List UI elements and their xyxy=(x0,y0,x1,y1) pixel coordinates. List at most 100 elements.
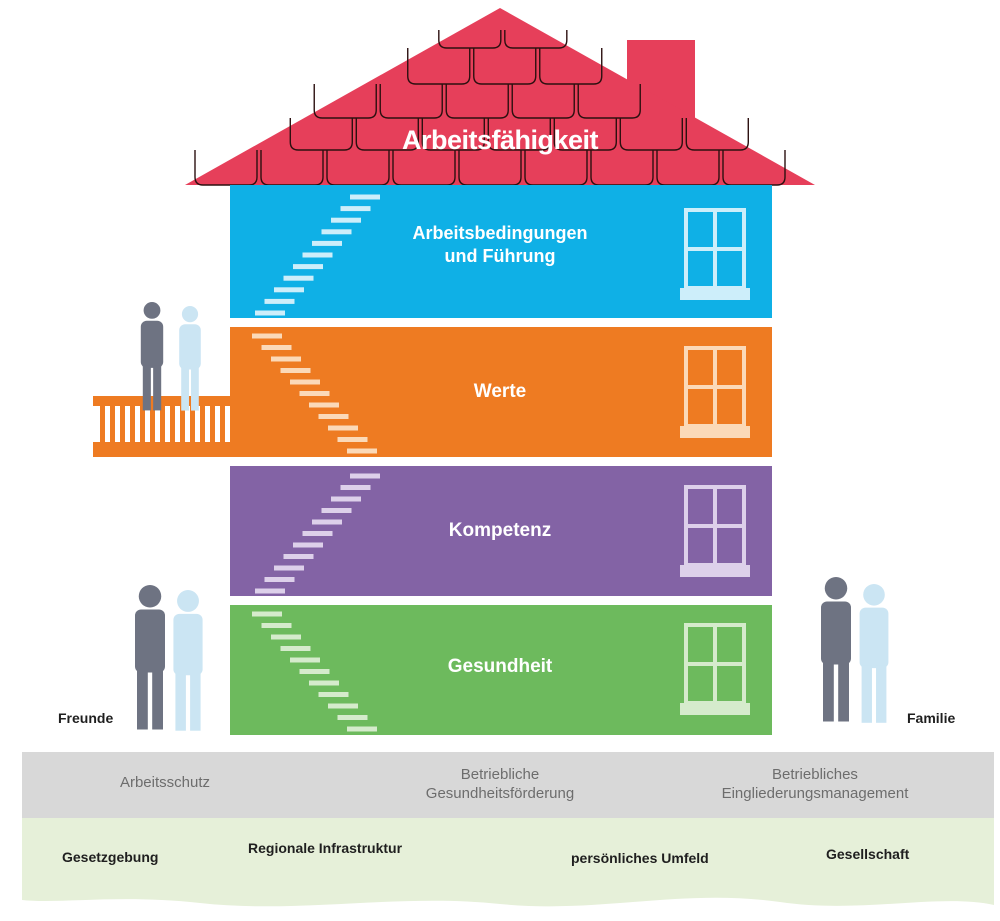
stair-step xyxy=(337,437,368,442)
stair-step xyxy=(347,448,377,454)
roof-tile xyxy=(407,48,471,85)
person-man-familie xyxy=(821,577,851,722)
stair-step xyxy=(350,473,380,479)
stair-step xyxy=(271,356,301,362)
roof-tile xyxy=(289,118,353,151)
balcony-rail xyxy=(200,406,205,442)
roof-tile xyxy=(421,118,485,151)
roof-tile xyxy=(487,118,551,151)
stair-step xyxy=(337,715,368,720)
balcony-rail xyxy=(180,406,185,442)
roof-tile xyxy=(313,84,377,119)
roof-tile xyxy=(553,118,617,151)
balcony-rail xyxy=(190,406,195,442)
label-freunde: Freunde xyxy=(58,710,114,726)
stair-step xyxy=(252,611,282,617)
person-man-balcony xyxy=(140,302,164,411)
stair-step xyxy=(299,391,330,396)
stair-step xyxy=(318,692,349,697)
balcony-rail xyxy=(100,406,105,442)
window xyxy=(680,623,750,715)
foundation-item-eingliederungsmanagement: Betriebliches Eingliederungsmanagement xyxy=(721,766,909,802)
stair-step xyxy=(328,703,358,709)
stair-step xyxy=(261,623,292,628)
stair-step xyxy=(331,217,361,223)
floor-label-werte: Werte xyxy=(473,381,527,402)
stair-step xyxy=(302,252,333,258)
ground-item-gesetzgebung: Gesetzgebung xyxy=(62,849,159,865)
stair-step xyxy=(255,310,285,316)
stair-step xyxy=(340,206,371,212)
roof-tile xyxy=(355,118,419,151)
stair-step xyxy=(340,485,371,490)
stair-step xyxy=(255,588,285,594)
roof-tile xyxy=(685,118,749,151)
stair-step xyxy=(283,554,314,559)
roof-tile xyxy=(539,48,603,85)
balcony-rail xyxy=(150,406,155,442)
stair-step xyxy=(293,542,323,548)
stair-step xyxy=(321,508,352,513)
balcony-rail xyxy=(210,406,215,442)
stair-step xyxy=(293,264,323,270)
stair-step xyxy=(274,287,304,293)
stair-step xyxy=(261,345,292,350)
foundation-band xyxy=(22,752,994,818)
ground-item-gesellschaft: Gesellschaft xyxy=(826,846,910,862)
stair-step xyxy=(350,194,380,200)
ground-item-regionale-infrastruktur: Regionale Infrastruktur xyxy=(248,840,403,856)
stair-step xyxy=(252,333,282,339)
stair-step xyxy=(280,646,311,651)
roof-tile xyxy=(577,84,641,119)
roof-tile xyxy=(194,150,258,186)
balcony-rail xyxy=(120,406,125,442)
person-woman-familie xyxy=(859,584,889,723)
roof-tile xyxy=(511,84,575,119)
stair-step xyxy=(309,680,339,686)
roof-tile xyxy=(619,118,683,151)
balcony-rail xyxy=(160,406,165,442)
foundation-item-gesundheitsfoerderung: Betriebliche Gesundheitsförderung xyxy=(425,766,575,802)
stair-step xyxy=(312,240,342,246)
window xyxy=(680,346,750,438)
roof-label: Arbeitsfähigkeit xyxy=(401,125,599,155)
person-woman-balcony xyxy=(179,306,201,411)
balcony-rail xyxy=(130,406,135,442)
stair-step xyxy=(274,565,304,571)
stair-step xyxy=(264,298,295,304)
person-man-freunde xyxy=(135,585,165,730)
stair-step xyxy=(318,414,349,419)
roof-tile xyxy=(473,48,537,85)
person-woman-freunde xyxy=(173,590,203,731)
balcony-rail xyxy=(140,406,145,442)
stair-step xyxy=(309,402,339,408)
stair-step xyxy=(299,669,330,674)
stair-step xyxy=(347,726,377,732)
balcony-rail xyxy=(110,406,115,442)
stair-step xyxy=(321,229,352,235)
window xyxy=(680,485,750,577)
floor-label-gesundheit: Gesundheit xyxy=(447,656,553,677)
roof-tile xyxy=(445,84,509,119)
balcony xyxy=(93,396,233,457)
floor-label-arbeitsbedingungen: Arbeitsbedingungen und Führung xyxy=(412,223,588,266)
floor-label-kompetenz: Kompetenz xyxy=(448,520,552,541)
stair-step xyxy=(280,368,311,373)
roof xyxy=(185,8,815,186)
foundation-item-arbeitsschutz: Arbeitsschutz xyxy=(119,774,211,791)
stair-step xyxy=(290,379,320,385)
stair-step xyxy=(312,519,342,525)
stair-step xyxy=(283,275,314,281)
stair-step xyxy=(271,634,301,640)
stair-step xyxy=(331,496,361,502)
stair-step xyxy=(264,577,295,582)
balcony-rail xyxy=(170,406,175,442)
window xyxy=(680,208,750,300)
roof-tile xyxy=(379,84,443,119)
stair-step xyxy=(302,531,333,536)
label-familie: Familie xyxy=(907,710,956,726)
ground-band xyxy=(22,818,994,907)
stair-step xyxy=(290,657,320,663)
ground-item-persoenliches-umfeld: persönliches Umfeld xyxy=(571,850,709,866)
